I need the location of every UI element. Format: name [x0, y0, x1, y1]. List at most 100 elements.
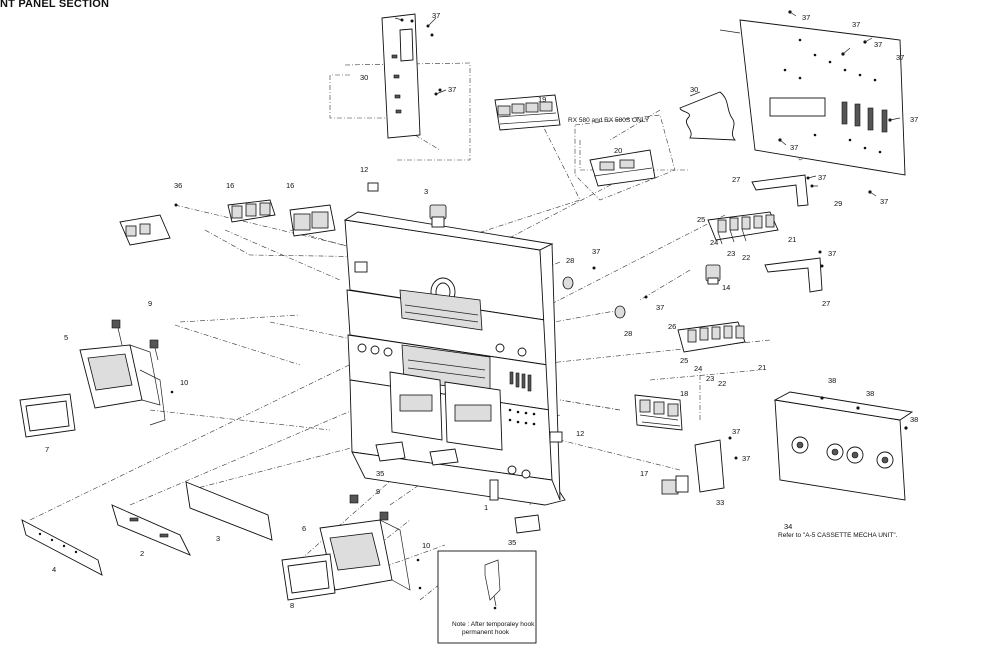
part-label: 37	[432, 11, 440, 20]
part-label: 37	[874, 40, 882, 49]
part-label: 1	[484, 503, 488, 512]
pcb-board-33	[694, 436, 738, 493]
switch-row-upper	[707, 211, 779, 245]
plate-2	[111, 504, 191, 556]
part-label: 27	[732, 175, 740, 184]
part-label: 30	[360, 73, 368, 82]
cassette-door-5	[79, 319, 174, 426]
part-label: 25	[680, 356, 688, 365]
part-label: 2	[140, 549, 144, 558]
part-label: 14	[722, 283, 730, 292]
pcb-board-29	[719, 10, 906, 197]
part-label: 9	[148, 299, 152, 308]
part-number-labels: 37 30 37 19 30 20 37 37 37 37 37 37 29 3…	[45, 11, 918, 610]
part-label: 29	[834, 199, 842, 208]
part-label: 17	[640, 469, 648, 478]
hook-note-line1: Note : After temporaley hook	[452, 621, 535, 628]
part-label: 8	[290, 601, 294, 610]
diagram-title: NT PANEL SECTION	[0, 0, 110, 10]
part-label: 22	[718, 379, 726, 388]
part-label: 37	[656, 303, 664, 312]
part-label: 33	[716, 498, 724, 507]
variant-outline	[574, 114, 676, 201]
part-label: 37	[448, 85, 456, 94]
part-label: 21	[788, 235, 796, 244]
jack-17	[661, 475, 689, 495]
switch-row-lower	[677, 321, 746, 353]
part-label: 37	[742, 454, 750, 463]
sheet-30	[679, 91, 737, 141]
bracket-27-upper	[751, 174, 818, 207]
knob-3	[429, 204, 447, 228]
pcb-board-31	[381, 13, 447, 139]
part-label: 3	[424, 187, 428, 196]
part-label: 3	[216, 534, 220, 543]
part-label: 37	[828, 249, 836, 258]
foot-35-right	[514, 514, 541, 534]
cassette-door-6	[319, 494, 422, 591]
foot-35-center	[429, 448, 459, 466]
part-label: 4	[52, 565, 56, 574]
knob-28-upper	[562, 266, 596, 290]
variant-label: RX 580 and RX 580S ONLY	[568, 117, 650, 124]
part-label: 38	[910, 415, 918, 424]
cassette-mecha-34	[773, 391, 914, 501]
part-label: 38	[866, 389, 874, 398]
part-label: 21	[758, 363, 766, 372]
part-label: 35	[376, 469, 384, 478]
knob-28-lower	[614, 295, 648, 319]
part-label: 37	[880, 197, 888, 206]
part-label: 23	[727, 249, 735, 258]
part-label: 37	[732, 427, 740, 436]
clip-12-right	[549, 431, 563, 443]
switch-assy-19	[494, 94, 561, 131]
part-label: 28	[624, 329, 632, 338]
buttons-16-right	[289, 204, 336, 237]
knob-14	[705, 264, 721, 285]
part-label: 25	[697, 215, 705, 224]
part-label: 30	[690, 85, 698, 94]
window-7	[19, 393, 76, 438]
part-label: 12	[576, 429, 584, 438]
part-label: 35	[508, 538, 516, 547]
hook-note-line2: permanent hook	[462, 629, 510, 636]
part-label: 26	[668, 322, 676, 331]
part-label: 23	[706, 374, 714, 383]
part-label: 37	[818, 173, 826, 182]
part-label: 9	[376, 487, 380, 496]
part-label: 28	[566, 256, 574, 265]
part-label: 6	[302, 524, 306, 533]
part-label: 16	[286, 181, 294, 190]
part-label: 10	[422, 541, 430, 550]
part-label: 7	[45, 445, 49, 454]
part-label: 37	[592, 247, 600, 256]
plate-4	[21, 519, 103, 576]
buttons-16-left	[227, 199, 276, 223]
part-label: 20	[614, 146, 622, 155]
part-label: 34	[784, 522, 792, 531]
part-label: 19	[538, 95, 546, 104]
part-label: 27	[822, 299, 830, 308]
switch-block-18	[634, 394, 683, 431]
part-label: 10	[180, 378, 188, 387]
cassette-ref-note: Refer to "A-5 CASSETTE MECHA UNIT".	[778, 532, 898, 539]
part-label: 37	[896, 53, 904, 62]
part-label: 37	[852, 20, 860, 29]
window-8	[281, 553, 336, 601]
part-label: 24	[710, 238, 718, 247]
part-label: 38	[828, 376, 836, 385]
pcb-board-30-left	[119, 203, 178, 246]
part-label: 37	[802, 13, 810, 22]
part-label: 37	[790, 143, 798, 152]
panel-3-lower	[185, 481, 273, 541]
part-label: 16	[226, 181, 234, 190]
hook-note-box	[437, 550, 537, 644]
part-label: 24	[694, 364, 702, 373]
part-label: 22	[742, 253, 750, 262]
clip-12-top	[367, 182, 379, 192]
part-label: 5	[64, 333, 68, 342]
part-label: 37	[910, 115, 918, 124]
part-label: 36	[174, 181, 182, 190]
